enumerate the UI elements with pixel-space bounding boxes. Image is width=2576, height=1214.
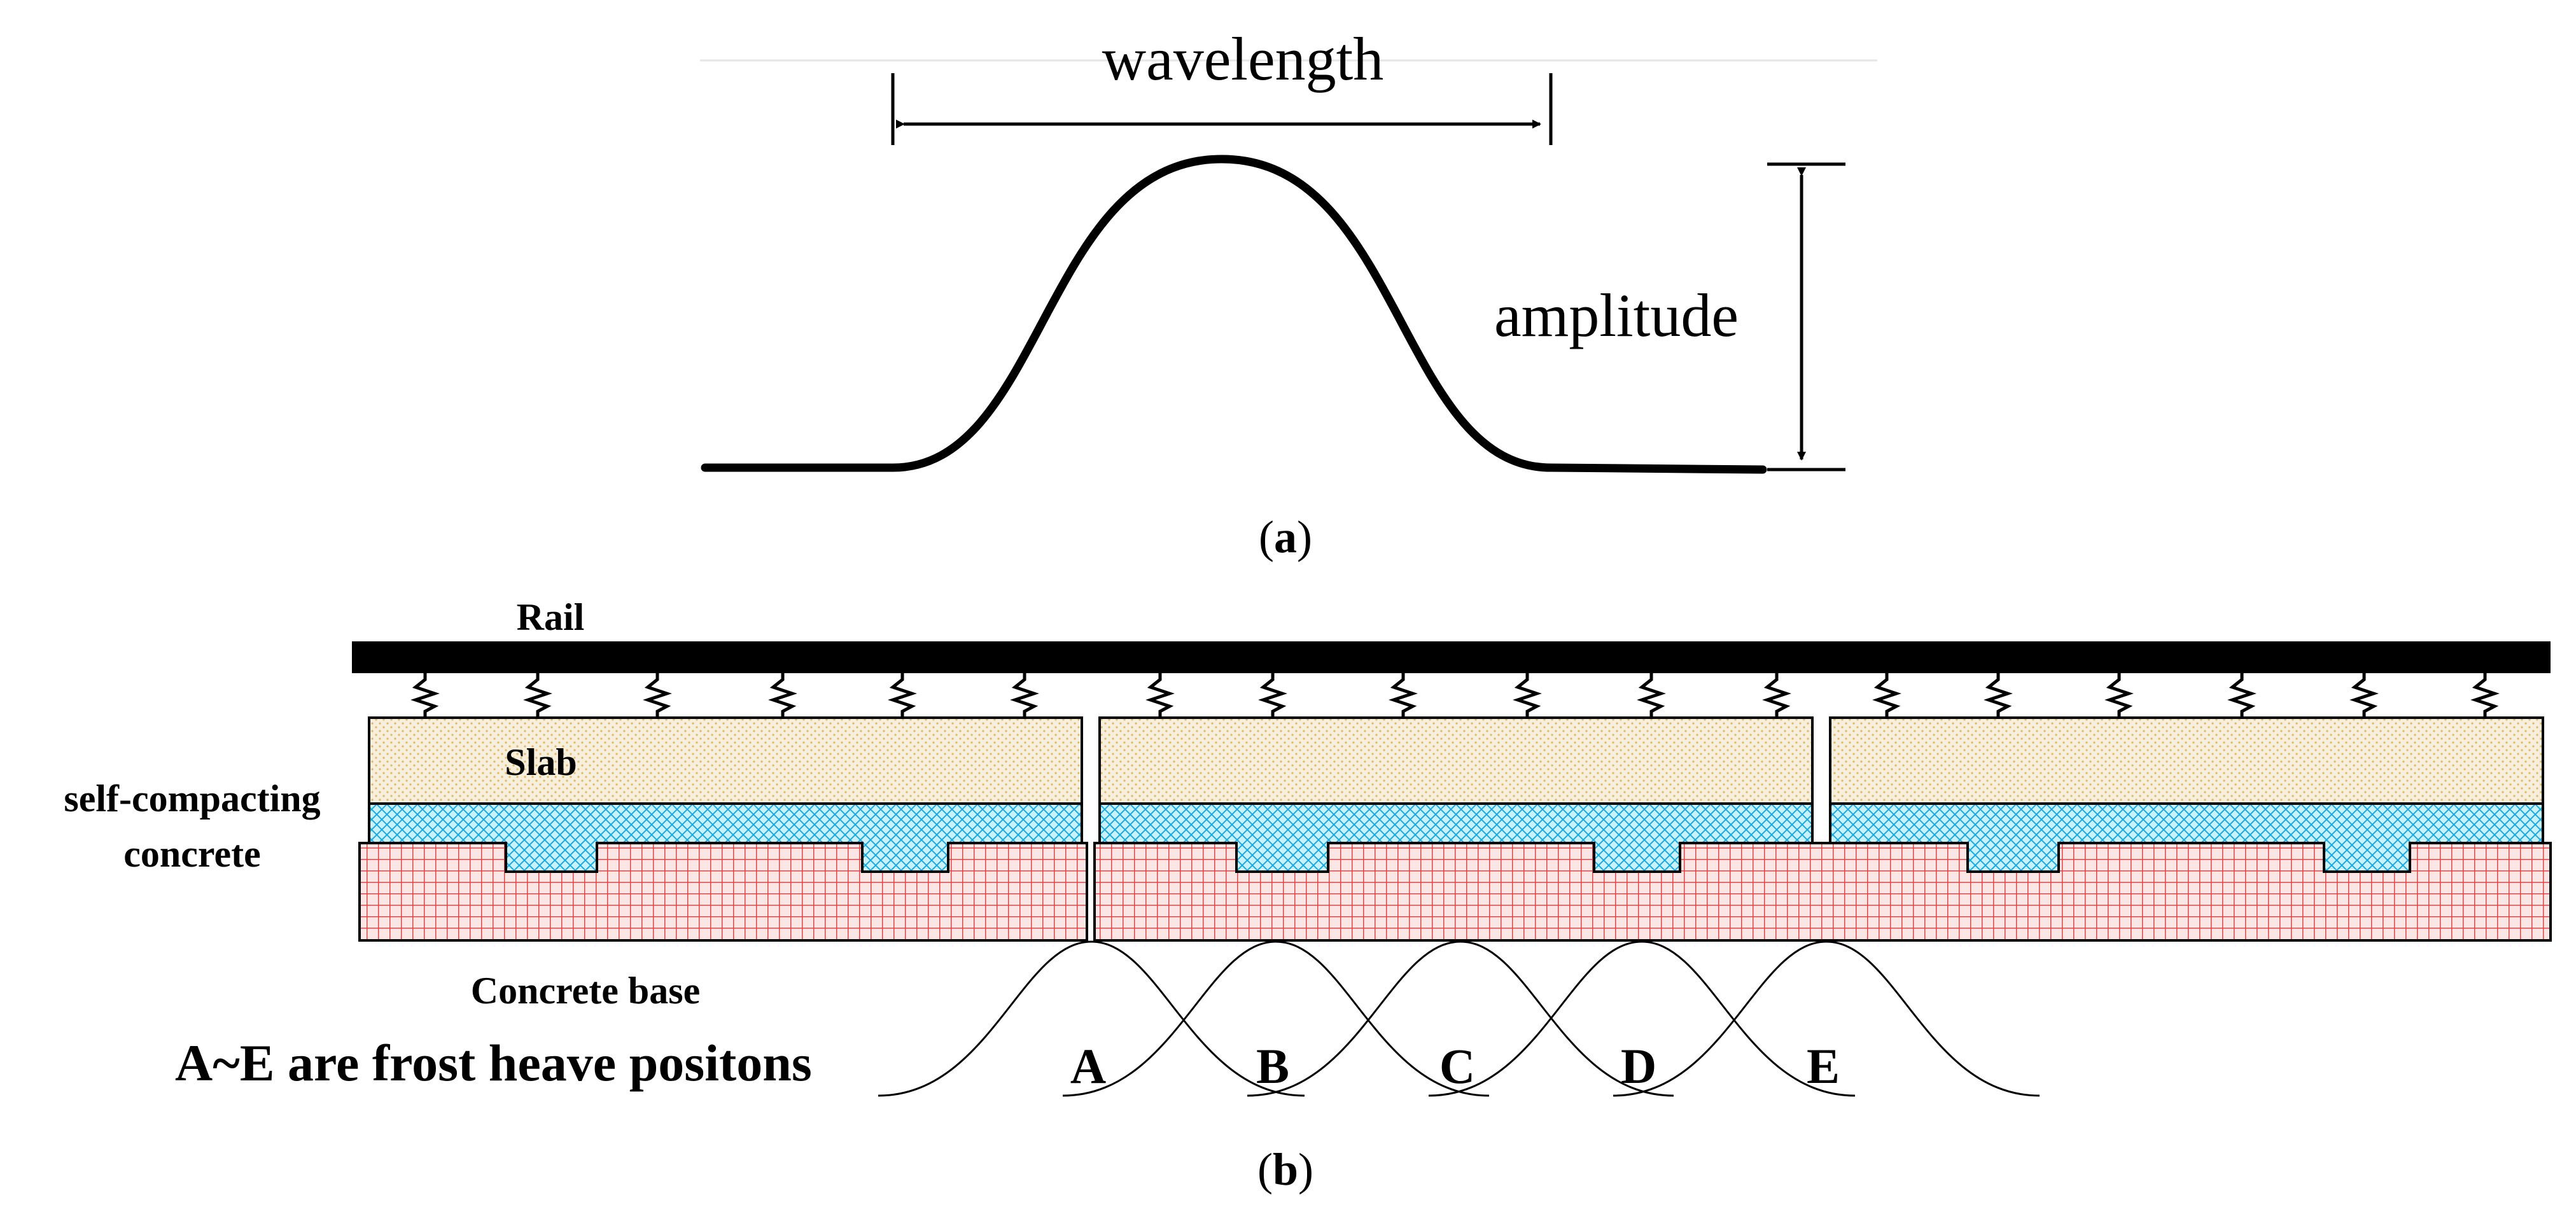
bump-curve <box>701 155 1767 474</box>
fastener-spring-18 <box>2470 673 2500 718</box>
frost-heave-note: A~E are frost heave positons <box>175 1034 812 1092</box>
fastener-spring-13 <box>1872 673 1901 718</box>
fastener-spring-5 <box>888 673 917 718</box>
slab-2 <box>1098 716 1814 805</box>
fastener-spring-8 <box>1258 673 1287 718</box>
frost-heave-label-D: D <box>1621 1038 1656 1094</box>
fastener-spring-2 <box>523 673 552 718</box>
frost-heave-label-B: B <box>1256 1038 1289 1094</box>
fastener-spring-10 <box>1513 673 1542 718</box>
fastener-spring-12 <box>1762 673 1791 718</box>
fasteners <box>410 673 2500 718</box>
fastener-spring-4 <box>768 673 797 718</box>
scc-label-line2: concrete <box>123 833 260 875</box>
slab-3 <box>1829 716 2544 805</box>
rail-label: Rail <box>517 596 585 638</box>
fastener-spring-15 <box>2104 673 2134 718</box>
frost-heave-label-A: A <box>1070 1038 1106 1094</box>
frost-heave-curve-D <box>1428 940 1856 1097</box>
frost-heave-curve-C <box>1247 940 1674 1097</box>
scc-label-line1: self-compacting <box>64 778 320 820</box>
panel-a: wavelength amplitude (a) <box>700 25 1877 562</box>
slab-1 <box>368 716 1083 805</box>
frost-heave-label-E: E <box>1807 1038 1840 1094</box>
slab-label: Slab <box>505 741 577 783</box>
concrete-base-1 <box>358 842 1088 942</box>
caption-b: (b) <box>1257 1144 1313 1195</box>
panel-b: Rail Slab self-compacting concrete Concr… <box>64 596 2552 1195</box>
frost-heave-curve-E <box>1613 940 2040 1097</box>
caption-a: (a) <box>1259 512 1312 562</box>
fastener-spring-6 <box>1010 673 1039 718</box>
fastener-spring-14 <box>1984 673 2013 718</box>
rail <box>352 641 2551 673</box>
fastener-spring-17 <box>2349 673 2379 718</box>
frost-heave-curve-A <box>878 940 1305 1097</box>
fastener-spring-1 <box>410 673 440 718</box>
fastener-spring-9 <box>1389 673 1418 718</box>
fastener-spring-7 <box>1145 673 1175 718</box>
fastener-spring-3 <box>643 673 672 718</box>
amplitude-label: amplitude <box>1494 281 1739 349</box>
frost-heave-curve-B <box>1062 940 1490 1097</box>
concrete-base-label: Concrete base <box>471 970 700 1012</box>
fastener-spring-16 <box>2227 673 2257 718</box>
wavelength-label: wavelength <box>1102 25 1384 93</box>
fastener-spring-11 <box>1637 673 1666 718</box>
frost-heave-curves: A B C D E <box>878 940 2040 1097</box>
concrete-base-2 <box>1093 842 2552 942</box>
frost-heave-label-C: C <box>1439 1038 1475 1094</box>
